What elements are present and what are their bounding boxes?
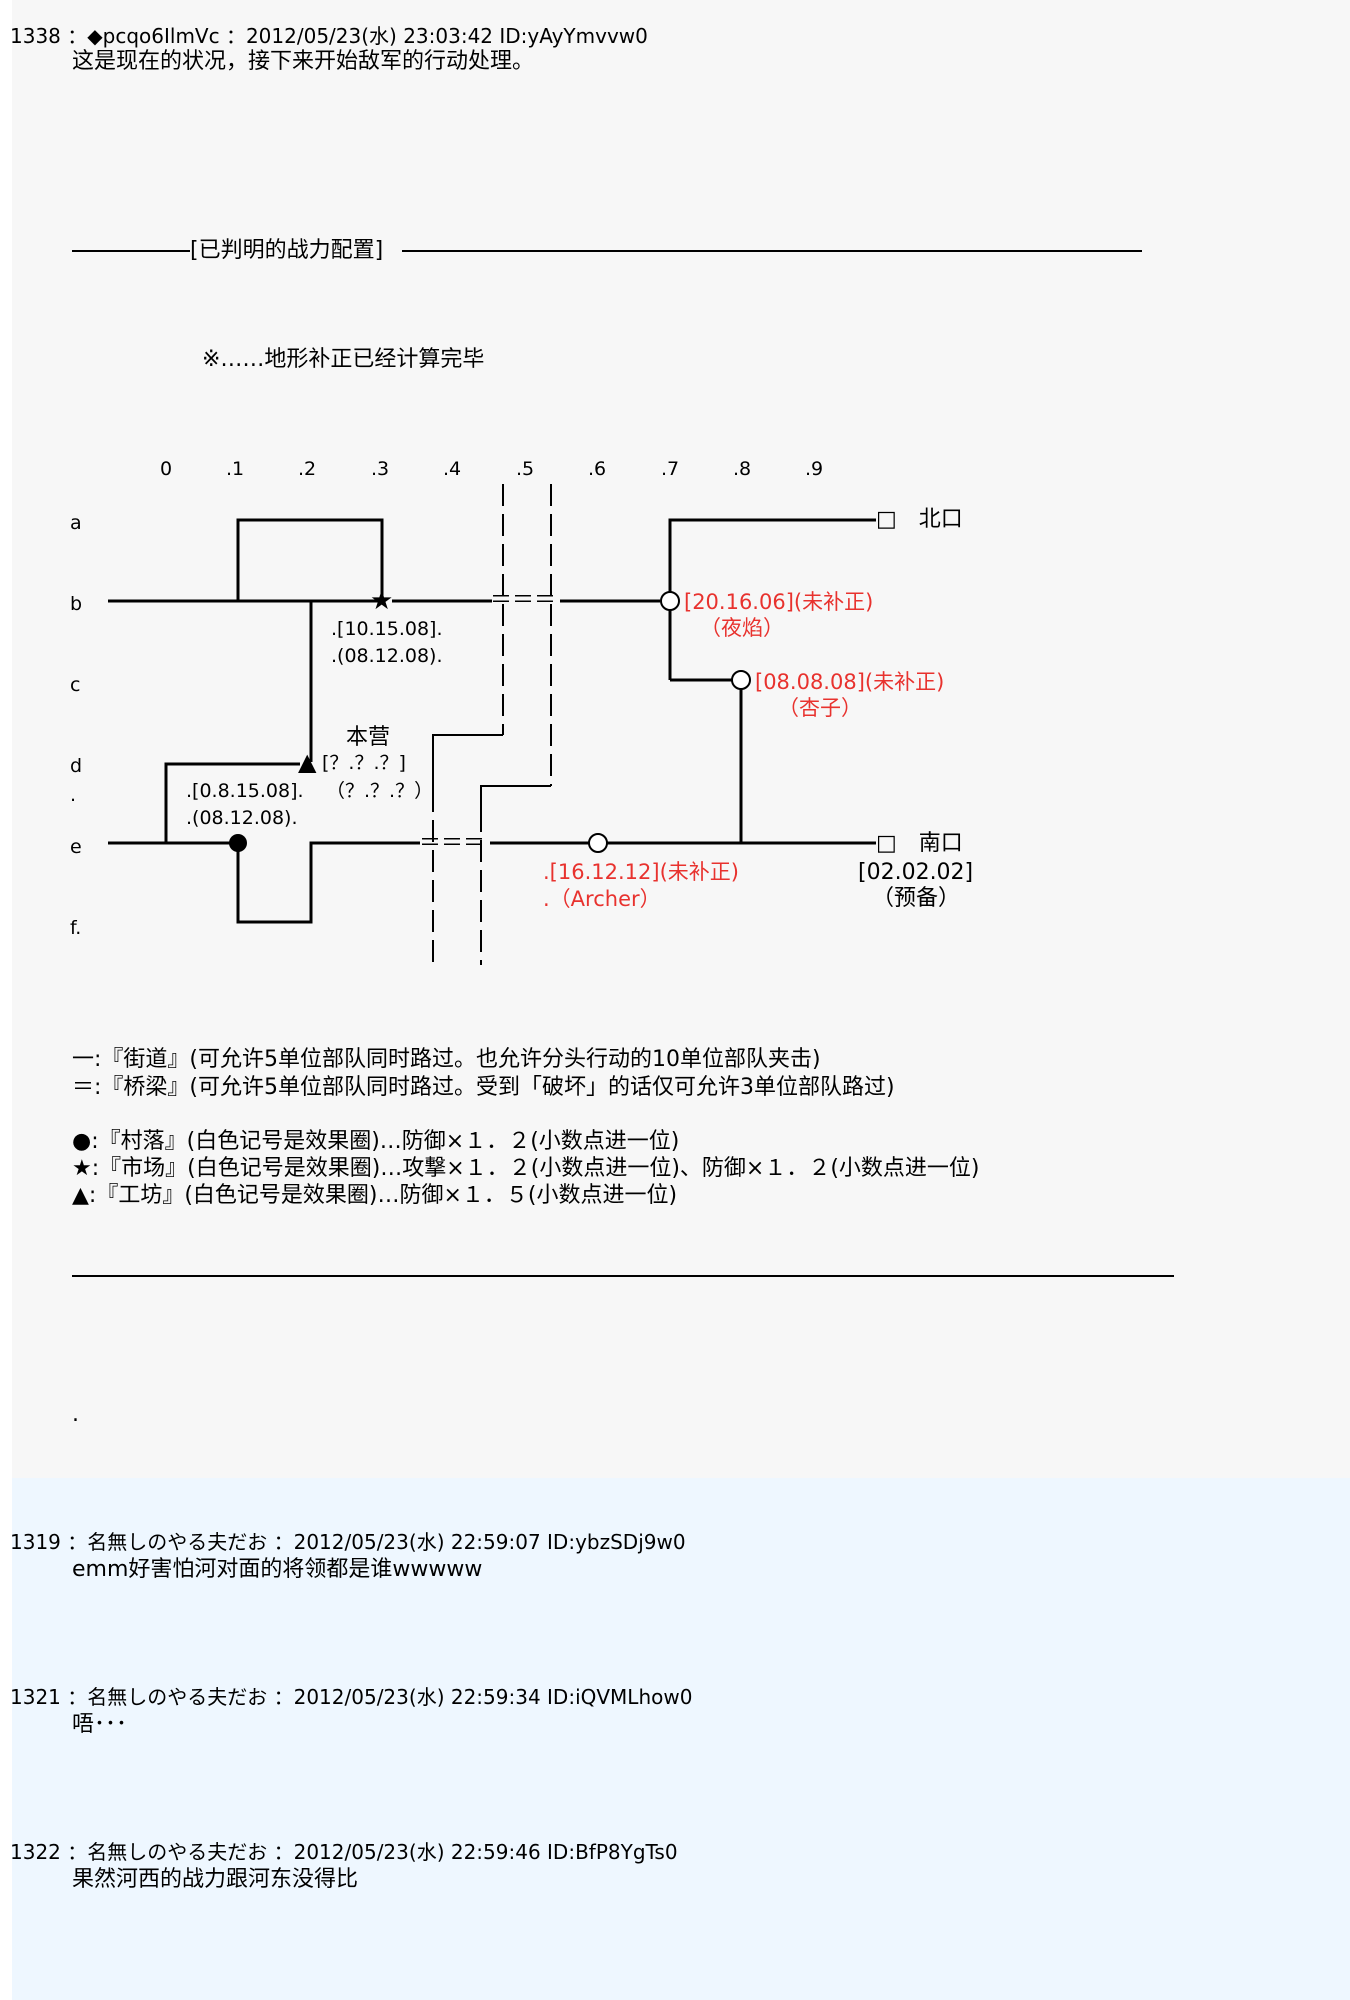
reply-body: 果然河西的战力跟河东没得比	[72, 1867, 359, 1892]
road-loop-f	[236, 841, 420, 924]
col-label: .3	[371, 458, 390, 480]
section-title: [已判明的战力配置]	[190, 238, 384, 263]
post-header: 1338 ：◆pcqo6IlmVc ：2012/05/23(水) 23:03:4…	[10, 24, 648, 48]
post-line: 这是现在的状况，接下来开始敌军的行动处理。	[72, 49, 535, 74]
village-stats-base: .(08.12.08).	[186, 807, 298, 829]
enemy-archer-name: .（Archer）	[543, 887, 661, 911]
reply-header: 1319 ：名無しのやる夫だお ：2012/05/23(水) 22:59:07 …	[10, 1530, 686, 1554]
legend-market: ★:『市场』(白色记号是效果圈)…攻撃×１．２(小数点进一位)、防御×１．２(小…	[72, 1156, 980, 1181]
section-rule-left	[72, 250, 190, 252]
row-label: .	[70, 784, 77, 806]
south-name: （预备）	[872, 886, 961, 911]
row-label: e	[70, 836, 82, 858]
reply-header: 1322 ：名無しのやる夫だお ：2012/05/23(水) 22:59:46 …	[10, 1840, 678, 1864]
road-village-branch	[164, 762, 300, 843]
reply-header: 1321 ：名無しのやる夫だお ：2012/05/23(水) 22:59:34 …	[10, 1685, 693, 1709]
terrain-note: ※……地形补正已经计算完毕	[202, 347, 485, 372]
col-label: .2	[298, 458, 317, 480]
river-east-bend	[480, 785, 551, 810]
enemy-circle-icon	[660, 591, 680, 611]
hq-stats: [？.？.？]	[322, 752, 406, 774]
row-label: a	[70, 512, 82, 534]
reply-body: emm好害怕河对面的将领都是谁wwwww	[72, 1557, 483, 1582]
row-label: d	[70, 755, 83, 777]
hq-label: 本营	[346, 725, 391, 750]
row-label: c	[70, 674, 81, 696]
village-stats: .[0.8.15.08].	[186, 780, 304, 802]
enemy-circle-icon	[588, 833, 608, 853]
col-label: .6	[588, 458, 607, 480]
legend-road: 一:『街道』(可允许5单位部队同时路过。也允许分头行动的10单位部队夹击)	[72, 1047, 821, 1072]
col-label: 0	[160, 458, 173, 480]
trailing-dot: .	[72, 1402, 79, 1427]
section-rule-right	[402, 250, 1142, 252]
replies-area	[12, 1478, 1350, 2000]
col-label: .4	[443, 458, 462, 480]
col-label: .7	[661, 458, 680, 480]
bridge-bottom: ＝＝＝	[419, 831, 486, 856]
road-loop-a	[236, 518, 384, 601]
market-stats: .[10.15.08].	[331, 618, 443, 640]
enemy-kyoko-stats: [08.08.08](未补正)	[755, 670, 945, 694]
legend-village: ●:『村落』(白色记号是效果圈)…防御×１．２(小数点进一位)	[72, 1129, 680, 1154]
legend-workshop: ▲:『工坊』(白色记号是效果圈)…防御×１．５(小数点进一位)	[72, 1183, 678, 1208]
col-label: .8	[733, 458, 752, 480]
row-label: f.	[70, 917, 82, 939]
hq-stats-base: （？.？.？）	[326, 780, 434, 802]
section-rule-bottom	[72, 1275, 1174, 1277]
workshop-triangle-icon: ▲	[298, 748, 317, 776]
enemy-yeyan-name: （夜焰）	[700, 616, 784, 640]
col-label: .1	[226, 458, 245, 480]
enemy-archer-stats: .[16.12.12](未补正)	[543, 860, 739, 884]
enemy-yeyan-stats: [20.16.06](未补正)	[684, 590, 874, 614]
market-stats-base: .(08.12.08).	[331, 645, 443, 667]
south-stats: [02.02.02]	[858, 860, 974, 885]
reply-body: 唔･･･	[72, 1712, 128, 1737]
legend-bridge: ＝:『桥梁』(可允许5单位部队同时路过。受到「破坏」的话仅可允许3单位部队路过)	[72, 1075, 895, 1100]
enemy-circle-icon	[731, 670, 751, 690]
village-icon	[229, 834, 247, 852]
north-exit: □ 北口	[876, 507, 963, 532]
river-west-bend	[432, 734, 503, 760]
south-exit: □ 南口	[876, 831, 963, 856]
col-label: .5	[516, 458, 535, 480]
main-post	[12, 0, 1350, 1478]
row-label: b	[70, 593, 83, 615]
col-label: .9	[805, 458, 824, 480]
hq-bracket	[432, 750, 434, 802]
market-star-icon: ★	[370, 586, 394, 616]
enemy-kyoko-name: （杏子）	[778, 696, 862, 720]
bridge-top: ＝＝＝	[490, 588, 557, 613]
